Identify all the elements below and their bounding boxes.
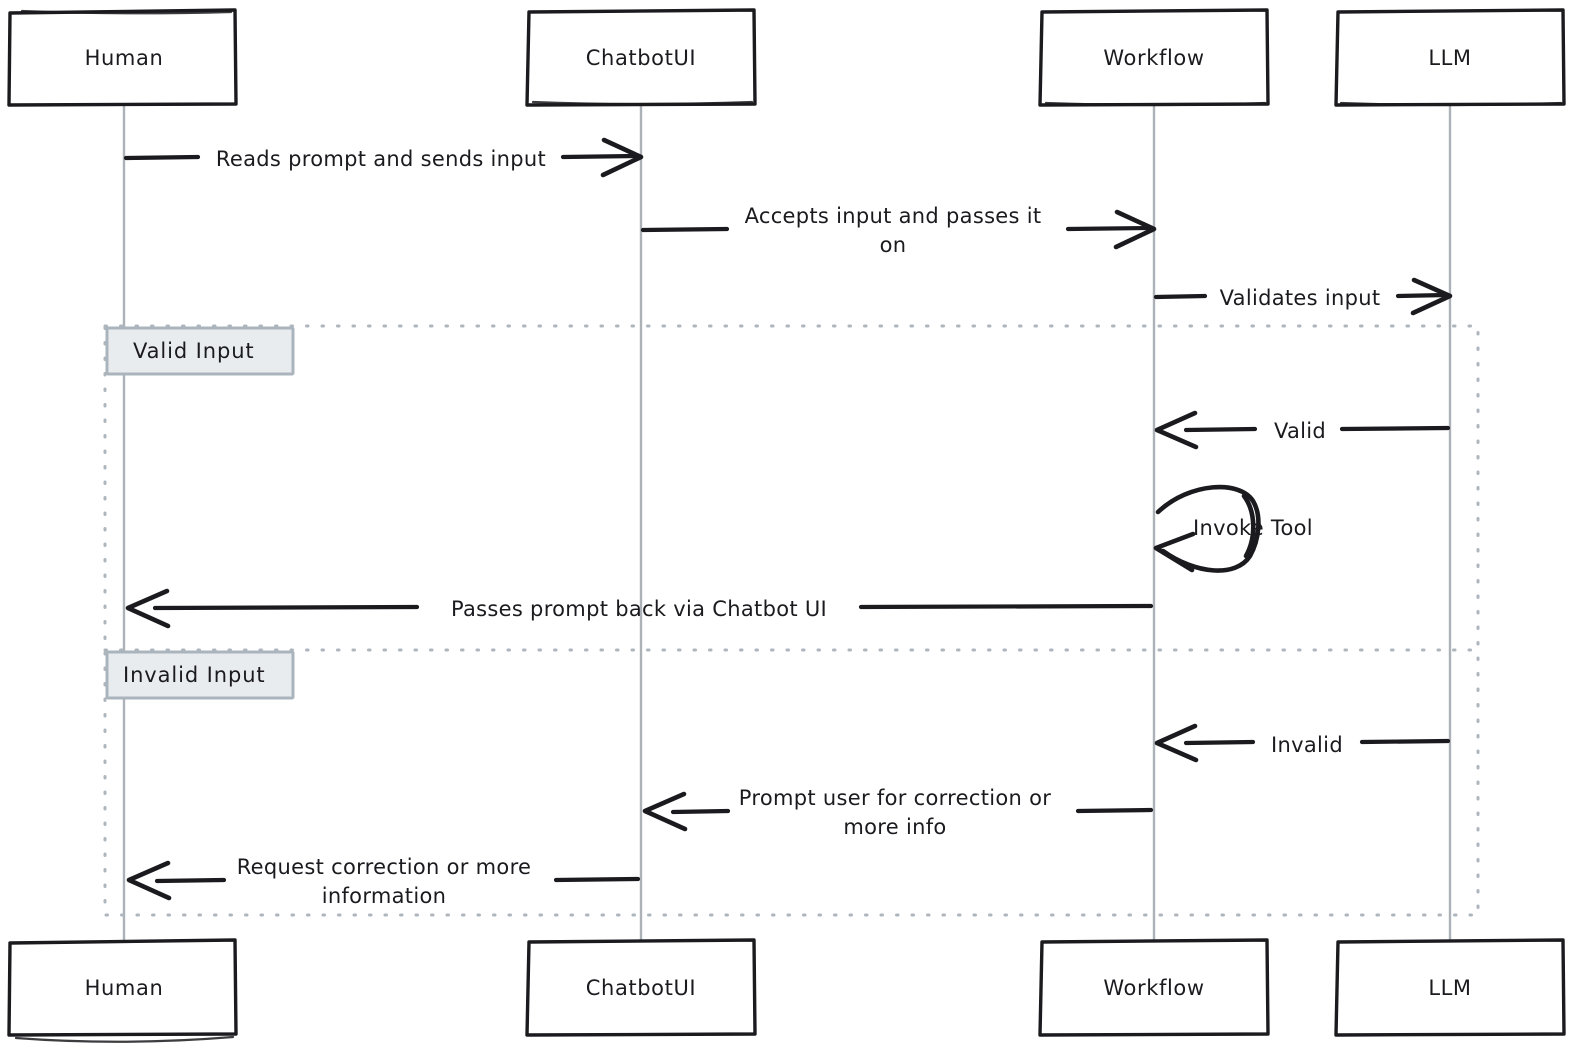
actor-label-chatbotui-bottom: ChatbotUI <box>586 976 696 1000</box>
actor-box-workflow-top-shape <box>1038 8 1270 107</box>
arrow-head-left-m5 <box>1153 531 1196 573</box>
message-request-correction-or-more-information[interactable]: Request correction or more information <box>126 855 641 908</box>
alt-block-frame <box>103 324 1480 917</box>
message-line-m9 <box>154 877 227 884</box>
actor-box-chatbotui-top[interactable]: ChatbotUI <box>525 8 757 107</box>
message-label-m9-line1: Request correction or more <box>237 855 532 879</box>
actor-label-human-top: Human <box>85 46 164 70</box>
message-line-m3 <box>1153 293 1208 300</box>
actor-label-human-bottom: Human <box>85 976 164 1000</box>
actor-label-chatbotui-top: ChatbotUI <box>586 46 696 70</box>
alt-tag-valid-input <box>105 326 295 376</box>
message-label-m8-line2: more info <box>843 815 946 839</box>
message-label-m5: Invoke Tool <box>1193 516 1313 540</box>
message-passes-prompt-back-via-chatbot-ui[interactable]: Passes prompt back via Chatbot UI <box>125 588 1154 629</box>
message-line-m8b <box>1075 807 1154 814</box>
message-line-m1b <box>560 153 640 160</box>
actor-box-llm-bottom-shape <box>1334 938 1566 1037</box>
arrow-head-right-m3 <box>1410 277 1453 316</box>
message-line-m4 <box>1183 426 1258 433</box>
actor-box-human-bottom-sketch <box>14 1035 235 1043</box>
actor-box-chatbotui-bottom[interactable]: ChatbotUI <box>525 938 757 1037</box>
actor-label-workflow-top: Workflow <box>1103 46 1204 70</box>
message-accepts-input-and-passes-it-on[interactable]: Accepts input and passes it on <box>640 204 1157 257</box>
message-line-m7 <box>1183 739 1256 746</box>
actor-label-llm-top: LLM <box>1428 46 1471 70</box>
arrow-head-left-m6 <box>125 588 171 629</box>
lifelines <box>122 104 1452 942</box>
message-line-m6 <box>152 604 420 611</box>
message-label-m2-line2: on <box>880 233 907 257</box>
message-label-m1: Reads prompt and sends input <box>216 147 546 171</box>
message-valid[interactable]: Valid <box>1154 410 1451 450</box>
arrow-head-left-m9 <box>126 860 172 901</box>
message-label-m6: Passes prompt back via Chatbot UI <box>451 597 827 621</box>
arrow-head-left-m4 <box>1154 410 1199 450</box>
self-loop-path-m5-sketch <box>1241 493 1256 559</box>
actor-box-llm-top-sketch <box>1339 101 1563 107</box>
actor-box-chatbotui-bottom-shape <box>525 938 757 1037</box>
message-line-m1 <box>123 154 201 161</box>
message-label-m8-line1: Prompt user for correction or <box>739 786 1051 810</box>
message-label-m3: Validates input <box>1220 286 1381 310</box>
message-validates-input[interactable]: Validates input <box>1153 277 1453 316</box>
alt-tag-invalid-input <box>105 650 295 700</box>
actor-box-workflow-top-sketch <box>1044 101 1267 107</box>
actor-box-human-bottom[interactable]: Human <box>7 938 238 1043</box>
message-line-m3b <box>1395 292 1449 299</box>
message-label-m7: Invalid <box>1271 733 1343 757</box>
actor-boxes-top: Human ChatbotUI Workflow LLM <box>7 8 1566 107</box>
message-line-m2 <box>640 226 730 233</box>
actor-box-workflow-bottom[interactable]: Workflow <box>1038 938 1270 1037</box>
message-label-m4: Valid <box>1274 419 1326 443</box>
actor-box-workflow-top[interactable]: Workflow <box>1038 8 1270 107</box>
actor-label-llm-bottom: LLM <box>1428 976 1471 1000</box>
actor-box-human-top-sketch <box>20 9 233 15</box>
message-prompt-user-for-correction-or-more-info[interactable]: Prompt user for correction or more info <box>642 786 1154 839</box>
actor-box-llm-bottom[interactable]: LLM <box>1334 938 1566 1037</box>
self-loop-path-m5 <box>1155 484 1261 573</box>
message-line-m4b <box>1339 425 1451 432</box>
message-reads-prompt-and-sends-input[interactable]: Reads prompt and sends input <box>123 137 644 178</box>
message-label-m2-line1: Accepts input and passes it <box>745 204 1042 228</box>
actor-box-human-bottom-shape <box>7 938 238 1037</box>
message-invoke-tool[interactable]: Invoke Tool <box>1153 484 1313 573</box>
message-line-m6b <box>858 603 1154 610</box>
alt-label-invalid-input: Invalid Input <box>123 663 266 687</box>
alt-block: Valid Input Invalid Input <box>103 324 1480 917</box>
message-line-m2b <box>1065 225 1153 232</box>
alt-section-valid[interactable]: Valid Input <box>105 326 295 376</box>
actor-box-chatbotui-top-shape <box>525 8 757 107</box>
message-line-m8 <box>670 808 731 815</box>
actor-box-chatbotui-top-sketch <box>531 100 754 106</box>
message-line-m7b <box>1359 738 1451 745</box>
actor-boxes-bottom: Human ChatbotUI Workflow LLM <box>7 938 1566 1043</box>
actor-box-human-top-shape <box>7 8 238 107</box>
message-label-m9-line2: information <box>322 884 447 908</box>
alt-section-invalid[interactable]: Invalid Input <box>105 650 295 700</box>
message-line-m9b <box>553 876 641 883</box>
actor-box-workflow-bottom-shape <box>1038 938 1270 1037</box>
actor-label-workflow-bottom: Workflow <box>1103 976 1204 1000</box>
arrow-head-right-m1 <box>600 137 644 178</box>
actor-box-llm-top[interactable]: LLM <box>1334 8 1566 107</box>
arrow-head-left-m7 <box>1154 723 1199 763</box>
actor-box-llm-top-shape <box>1334 8 1566 107</box>
arrow-head-right-m2 <box>1113 209 1157 250</box>
actor-box-human-top[interactable]: Human <box>7 8 238 107</box>
message-invalid[interactable]: Invalid <box>1154 723 1451 763</box>
arrow-head-left-m8 <box>642 791 688 832</box>
alt-label-valid-input: Valid Input <box>133 339 255 363</box>
